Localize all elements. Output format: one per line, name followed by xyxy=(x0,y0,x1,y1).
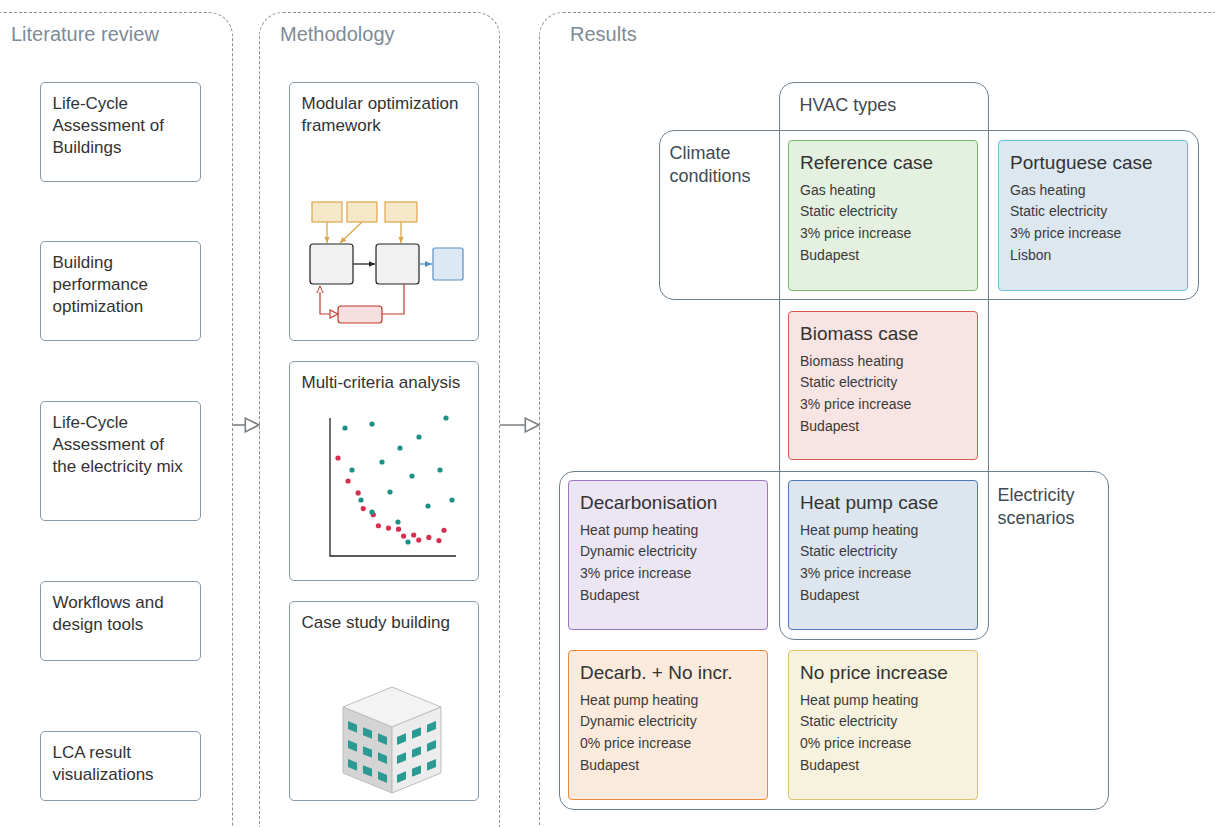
building-icon xyxy=(343,687,441,793)
case-detail: 0% price increase xyxy=(800,733,967,755)
case-box: Heat pump caseHeat pump heatingStatic el… xyxy=(788,480,978,630)
group-label: Climate conditions xyxy=(670,142,782,189)
case-title: Biomass case xyxy=(800,321,967,347)
flow-arrow xyxy=(233,424,259,426)
topic-box: Multi-criteria analysis xyxy=(289,361,479,581)
group-label: HVAC types xyxy=(800,94,970,117)
box-label: Modular optimization framework xyxy=(302,93,468,137)
case-box: Reference caseGas heatingStatic electric… xyxy=(788,140,978,291)
topic-box: Life-Cycle Assessment of the electricity… xyxy=(40,401,201,521)
case-detail: Budapest xyxy=(580,585,757,607)
panel-title: Literature review xyxy=(11,23,159,46)
case-detail: Budapest xyxy=(800,416,967,438)
box-label: Multi-criteria analysis xyxy=(302,372,468,394)
case-detail: Gas heating xyxy=(800,180,967,202)
case-box: Decarb. + No incr. Heat pump heatingDynam… xyxy=(568,650,768,800)
box-label: Workflows and design tools xyxy=(53,592,190,636)
box-label: Building performance optimization xyxy=(53,252,190,318)
case-detail: Dynamic electricity xyxy=(580,541,757,563)
case-detail: 3% price increase xyxy=(1010,223,1177,245)
case-box: No price increaseHeat pump heatingStatic… xyxy=(788,650,978,800)
panel-title: Results xyxy=(570,23,637,46)
case-detail: Heat pump heating xyxy=(580,520,757,542)
section-panel: Literature reviewLife-Cycle Assessment o… xyxy=(0,12,233,827)
box-label: Case study building xyxy=(302,612,468,634)
topic-box: Life-Cycle Assessment of Buildings xyxy=(40,82,201,182)
case-detail: Budapest xyxy=(800,585,967,607)
topic-box: Case study building xyxy=(289,601,479,801)
case-box: Biomass caseBiomass heatingStatic electr… xyxy=(788,311,978,460)
panel-title: Methodology xyxy=(280,23,395,46)
case-title: No price increase xyxy=(800,660,967,686)
framework-icon xyxy=(310,202,463,323)
group-band: HVAC typesReference caseGas heatingStati… xyxy=(779,82,989,640)
case-box: Portuguese caseGas heatingStatic electri… xyxy=(998,140,1188,291)
case-detail: Dynamic electricity xyxy=(580,711,757,733)
group-label: Electricity scenarios xyxy=(998,484,1106,531)
case-detail: Heat pump heating xyxy=(580,690,757,712)
case-detail: Static electricity xyxy=(800,372,967,394)
case-detail: 0% price increase xyxy=(580,733,757,755)
case-detail: Heat pump heating xyxy=(800,690,967,712)
topic-box: Building performance optimization xyxy=(40,241,201,341)
case-title: Portuguese case xyxy=(1010,150,1177,176)
case-detail: Static electricity xyxy=(800,711,967,733)
box-label: Life-Cycle Assessment of the electricity… xyxy=(53,412,190,478)
flow-arrow xyxy=(500,424,539,426)
topic-box: LCA result visualizations xyxy=(40,731,201,801)
case-title: Reference case xyxy=(800,150,967,176)
scatter-icon xyxy=(330,415,456,556)
section-panel: ResultsHVAC typesReference caseGas heati… xyxy=(539,12,1215,827)
case-title: Decarb. + No incr. xyxy=(580,660,757,686)
case-detail: Lisbon xyxy=(1010,245,1177,267)
case-detail: Budapest xyxy=(800,245,967,267)
case-detail: 3% price increase xyxy=(800,563,967,585)
box-label: Life-Cycle Assessment of Buildings xyxy=(53,93,190,159)
box-label: LCA result visualizations xyxy=(53,742,190,786)
case-title: Heat pump case xyxy=(800,490,967,516)
section-panel: MethodologyModular optimization framewor… xyxy=(259,12,500,827)
case-box: DecarbonisationHeat pump heatingDynamic … xyxy=(568,480,768,630)
case-detail: Gas heating xyxy=(1010,180,1177,202)
case-detail: 3% price increase xyxy=(800,223,967,245)
case-title: Decarbonisation xyxy=(580,490,757,516)
case-detail: Heat pump heating xyxy=(800,520,967,542)
case-detail: Static electricity xyxy=(800,201,967,223)
topic-box: Workflows and design tools xyxy=(40,581,201,661)
case-detail: Static electricity xyxy=(800,541,967,563)
group-band: Electricity scenariosDecarbonisationHeat… xyxy=(559,471,1109,810)
case-detail: Budapest xyxy=(580,755,757,777)
case-detail: Biomass heating xyxy=(800,351,967,373)
case-detail: Static electricity xyxy=(1010,201,1177,223)
topic-box: Modular optimization framework xyxy=(289,82,479,341)
case-detail: 3% price increase xyxy=(800,394,967,416)
case-detail: Budapest xyxy=(800,755,967,777)
case-detail: 3% price increase xyxy=(580,563,757,585)
